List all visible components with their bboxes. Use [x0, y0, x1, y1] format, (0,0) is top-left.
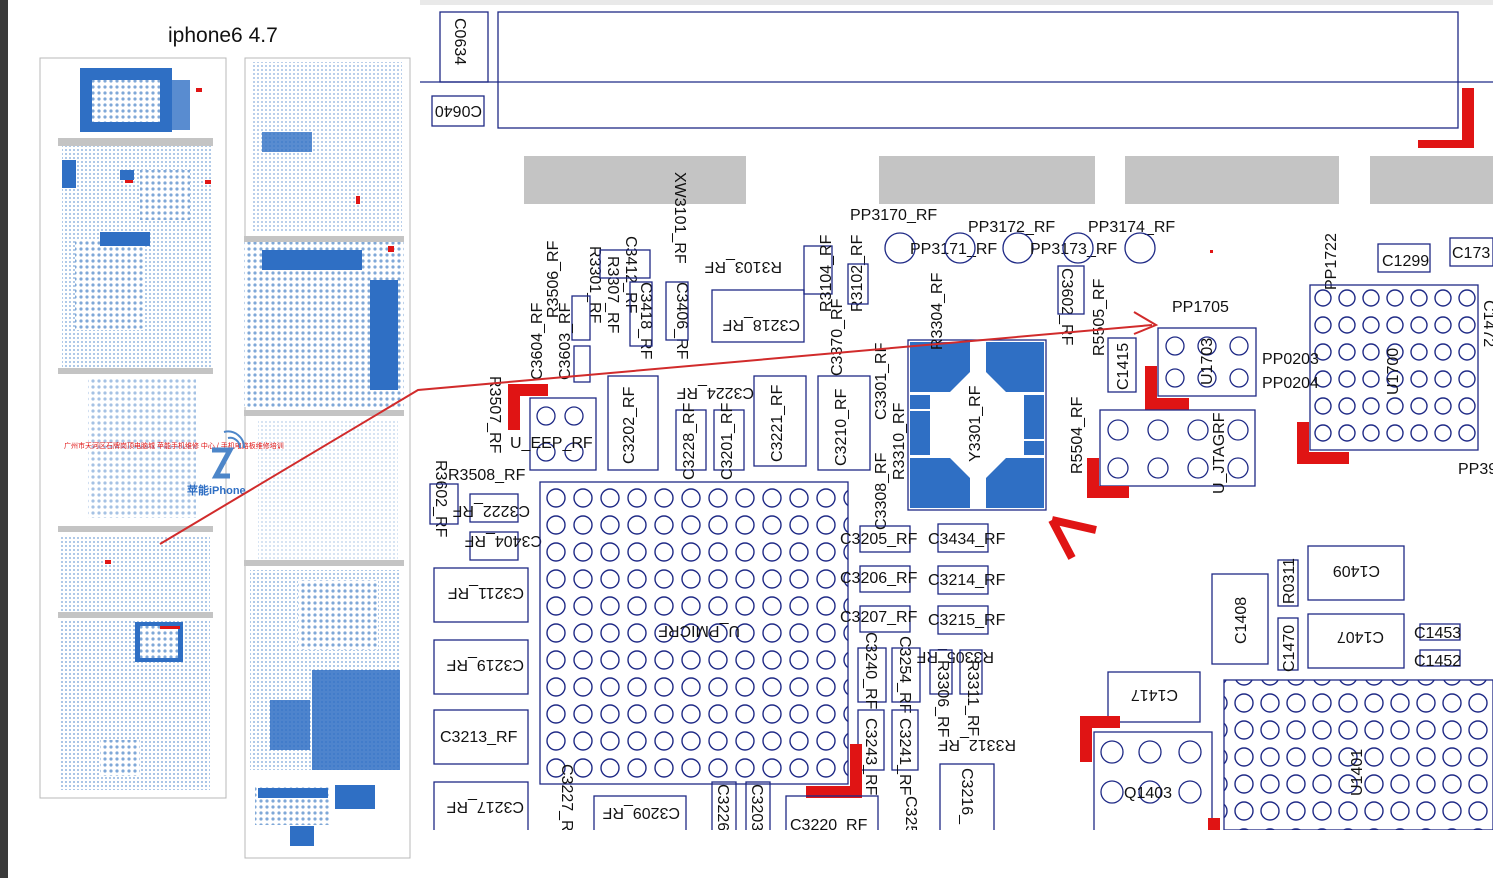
- label-r3311: R3311_RF: [964, 660, 981, 736]
- label-q1403: Q1403: [1124, 785, 1172, 802]
- label-c0634: C0634: [451, 18, 468, 65]
- label-r3507: R3507_RF: [486, 376, 503, 454]
- thumbnail-callout: 广州市天河区石牌岗顶电脑城 苹能手机维修 中心 / 手机电路板维修培训: [64, 441, 284, 450]
- signal-icon: [227, 436, 242, 449]
- label-c3226: C3226: [714, 784, 731, 831]
- label-c1470: C1470: [1281, 625, 1298, 672]
- label-c3215: C3215_RF: [928, 612, 1006, 629]
- label-u1703: U1703: [1199, 338, 1216, 385]
- marker-corner: [1418, 88, 1474, 148]
- label-c3418: C3418_RF: [637, 282, 654, 360]
- label-c0640: C0640: [435, 102, 482, 119]
- label-c3603: C3603_RF: [557, 302, 574, 380]
- label-r5504: R5504_RF: [1069, 396, 1086, 474]
- label-pp0204: PP0204: [1262, 375, 1319, 392]
- label-pp0203: PP0203: [1262, 351, 1319, 368]
- label-c3218: C3218_RF: [722, 316, 800, 333]
- zoom-arrow: [159, 311, 1159, 545]
- label-y3301: Y3301_RF: [967, 385, 984, 462]
- label-r3103: R3103_RF: [704, 258, 782, 275]
- watermark-logo-icon: [211, 447, 235, 479]
- label-r0311: R0311: [1281, 558, 1298, 604]
- label-c3209: C3209_RF: [602, 804, 680, 821]
- label-c3254: C3254_RF: [896, 636, 913, 714]
- label-c173: C173: [1452, 245, 1490, 262]
- label-c3604: C3604_RF: [529, 302, 546, 380]
- board-title: iphone6 4.7: [168, 24, 278, 47]
- label-c3370: C3370_RF: [829, 298, 846, 376]
- label-c3222: C3222_RF: [452, 502, 530, 519]
- label-c1299: C1299: [1382, 253, 1429, 270]
- label-u-jtag: U_JTAGRF: [1211, 412, 1228, 494]
- label-pp3174: PP3174_RF: [1088, 219, 1175, 236]
- label-c1452: C1452: [1414, 653, 1461, 670]
- label-c3202: C3202_RF: [621, 386, 638, 464]
- label-c1415: C1415: [1115, 343, 1132, 390]
- label-pp3170: PP3170_RF: [850, 207, 937, 224]
- label-c3216: C3216_: [958, 768, 975, 825]
- label-c3602: C3602_RF: [1058, 268, 1075, 346]
- label-u1700: U1700: [1385, 348, 1402, 395]
- label-c3228: C3228_RF: [681, 402, 698, 480]
- label-c3210: C3210_RF: [833, 388, 850, 466]
- label-u-eep: U_EEP_RF: [510, 435, 593, 452]
- board-thumbnail: 广州市天河区石牌岗顶电脑城 苹能手机维修 中心 / 手机电路板维修培训 苹能iP…: [39, 57, 411, 859]
- marker-chevron: [1048, 516, 1097, 560]
- label-pp3172: PP3172_RF: [968, 219, 1055, 236]
- label-u1401: U1401: [1349, 749, 1366, 796]
- label-c3205: C3205_RF: [840, 531, 918, 548]
- label-r3306: R3306_RF: [934, 660, 951, 738]
- label-c3211: C3211_RF: [448, 584, 524, 601]
- label-c3227: C3227_RF: [558, 764, 575, 842]
- label-r3506: R3506_RF: [545, 240, 562, 318]
- label-c3301: C3301_RF: [873, 342, 890, 420]
- label-r3312: R3312_RF: [938, 736, 1016, 753]
- label-r5505: R5505_RF: [1091, 278, 1108, 356]
- label-r3104: R3104_RF: [818, 234, 835, 312]
- label-pp3173: PP3173_RF: [1030, 241, 1117, 258]
- label-pp3171: PP3171_RF: [910, 241, 997, 258]
- label-c1407: C1407: [1337, 628, 1384, 645]
- label-c3404: C3404_RF: [464, 532, 542, 549]
- label-c3201: C3201_RF: [719, 402, 736, 480]
- label-c1472: C1472: [1480, 300, 1493, 347]
- label-pp39: PP39: [1458, 461, 1493, 478]
- label-c3243: C3243_RF: [862, 718, 879, 796]
- label-c3434: C3434_RF: [928, 531, 1006, 548]
- label-c1417: C1417: [1131, 686, 1178, 703]
- label-c3213: C3213_RF: [440, 729, 518, 746]
- label-c3308: C3308_RF: [873, 452, 890, 530]
- label-c3240: C3240_RF: [862, 632, 879, 710]
- label-r3508: R3508_RF: [448, 467, 526, 484]
- label-c3224: C3224_RF: [676, 384, 754, 401]
- label-xw3101: XW3101_RF: [671, 172, 688, 264]
- board-detail-view: C0634 C0640 XW3101_RF PP3170_RF PP3171_R…: [420, 0, 1493, 878]
- label-c3220: C3220_RF: [790, 817, 868, 834]
- label-c3241: C3241_RF: [896, 718, 913, 796]
- label-r3304: R3304_RF: [929, 272, 946, 350]
- label-c1453: C1453: [1414, 625, 1461, 642]
- label-pp1722: PP1722: [1323, 233, 1340, 290]
- label-c1409: C1409: [1333, 562, 1380, 579]
- label-c3206: C3206_RF: [840, 570, 918, 587]
- label-c3412: C3412_RF: [622, 236, 639, 314]
- window-edge: [0, 0, 8, 878]
- label-c3203: C3203: [748, 784, 765, 831]
- label-r3307: R3307_RF: [604, 256, 621, 334]
- label-c1408: C1408: [1233, 597, 1250, 644]
- label-u-pmic: U_PMICRF: [658, 622, 740, 639]
- label-r3602: R3602_RF: [432, 460, 449, 538]
- label-c3207: C3207_RF: [840, 609, 918, 626]
- label-pp1705: PP1705: [1172, 299, 1229, 316]
- label-c3214: C3214_RF: [928, 572, 1006, 589]
- label-r3305: R3305_RF: [916, 648, 994, 665]
- label-c3221: C3221_RF: [769, 384, 786, 462]
- label-r3310: R3310_RF: [891, 402, 908, 480]
- label-c3219: C3219_RF: [446, 656, 524, 673]
- label-r3102: R3102_RF: [849, 234, 866, 312]
- label-c3217: C3217_RF: [446, 798, 524, 815]
- watermark-text: 苹能iPhone: [187, 483, 246, 497]
